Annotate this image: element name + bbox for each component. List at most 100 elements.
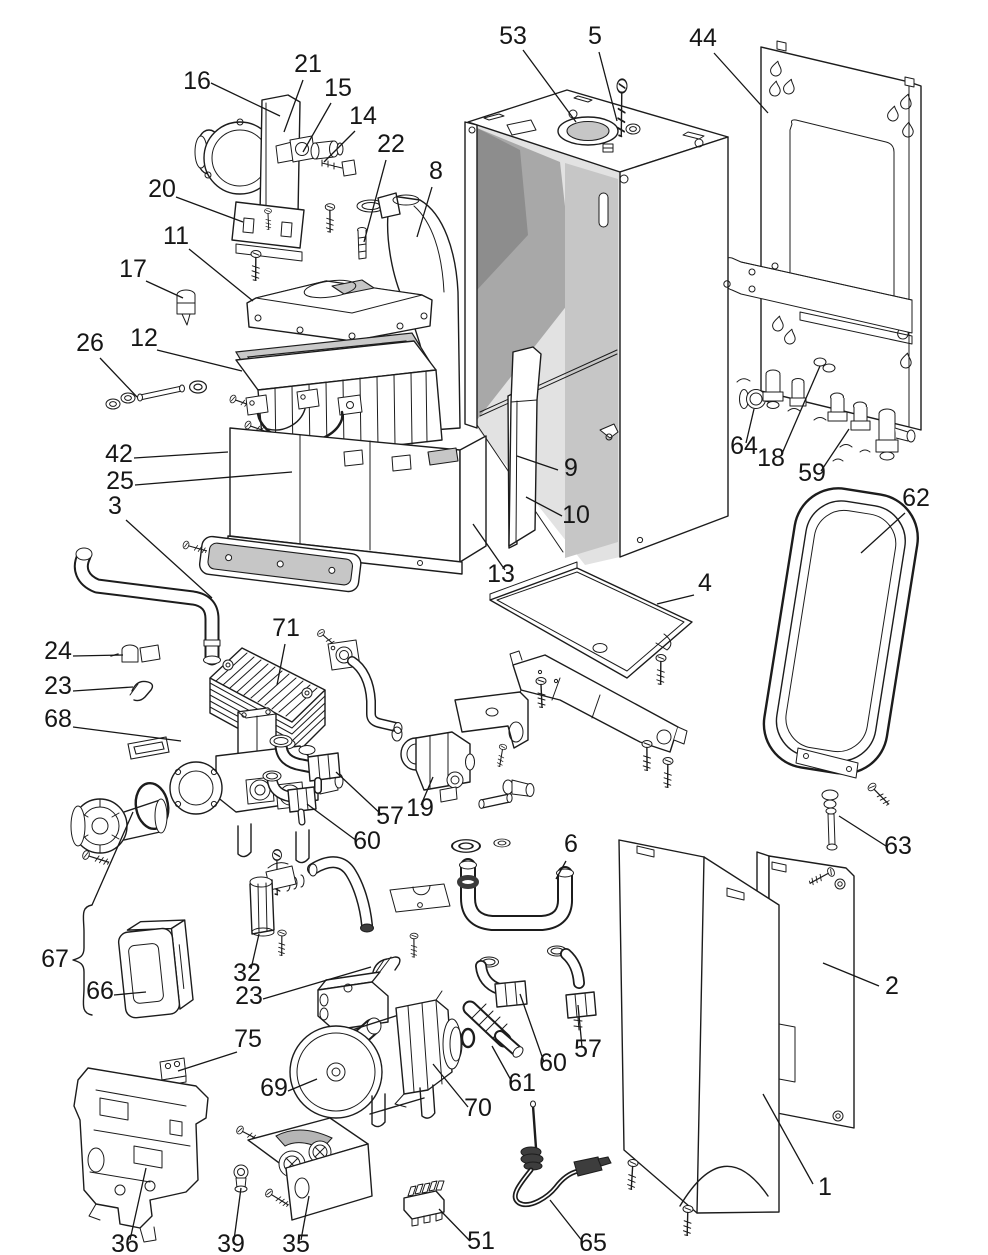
drip-marks xyxy=(736,378,871,462)
valve-b xyxy=(789,378,807,407)
callout-leader-44 xyxy=(713,52,769,114)
rubber-frame-gasket xyxy=(127,736,170,760)
overheat-sensor xyxy=(176,289,196,326)
callout-8: 8 xyxy=(429,157,443,185)
callout-67: 67 xyxy=(41,945,69,973)
pump-o-ring xyxy=(460,1027,476,1049)
callout-20: 20 xyxy=(148,175,176,203)
callout-leader-69 xyxy=(287,1078,318,1092)
mounting-bracket xyxy=(231,201,305,262)
callout-leader-75 xyxy=(177,1051,238,1072)
callout-9: 9 xyxy=(564,454,578,482)
callout-leader-9 xyxy=(516,455,559,471)
gas-pipe xyxy=(347,656,403,734)
callout-leader-1 xyxy=(762,1093,814,1185)
gas-valve xyxy=(391,691,535,809)
burner-manifold xyxy=(234,1117,373,1221)
collector-hood xyxy=(246,249,433,342)
gasket-retainer-bracket xyxy=(795,747,892,809)
callout-leader-4 xyxy=(656,594,695,605)
callout-leader-63 xyxy=(838,815,887,847)
callout-leader-66 xyxy=(113,991,147,996)
spark-electrode-lead xyxy=(512,1100,612,1207)
callout-19: 19 xyxy=(406,794,434,822)
callout-leader-59 xyxy=(820,428,850,472)
callout-59: 59 xyxy=(798,459,826,487)
callout-leader-39 xyxy=(233,1187,242,1241)
callout-57a: 57 xyxy=(376,802,404,830)
callout-18: 18 xyxy=(757,444,785,472)
boiler-case xyxy=(464,77,731,565)
roll-pin xyxy=(478,793,513,809)
valve-o-ring xyxy=(391,726,403,742)
ribbed-coupler xyxy=(462,1000,524,1058)
callout-60b: 60 xyxy=(539,1049,567,1077)
front-panel xyxy=(618,839,780,1237)
callout-25: 25 xyxy=(106,467,134,495)
callout-leader-35 xyxy=(300,1195,310,1241)
flue-collar xyxy=(557,116,619,146)
callout-17: 17 xyxy=(119,255,147,283)
paper-gasket xyxy=(389,883,451,958)
callout-leader-12 xyxy=(156,349,243,372)
callout-3: 3 xyxy=(108,492,122,520)
wall-mounting-plate xyxy=(724,40,922,431)
valve-a xyxy=(762,369,784,409)
callout-leader-19 xyxy=(420,776,434,806)
callout-leader-15 xyxy=(302,102,332,153)
callout-1: 1 xyxy=(818,1173,832,1201)
callout-14: 14 xyxy=(349,102,377,130)
callout-leader-3 xyxy=(125,519,213,599)
callout-23b: 23 xyxy=(235,982,263,1010)
callout-leader-68 xyxy=(72,726,182,742)
group-brace-67 xyxy=(72,811,134,1016)
callout-leader-70 xyxy=(432,1063,469,1108)
callout-15: 15 xyxy=(324,74,352,102)
callout-leader-25 xyxy=(134,471,293,486)
auto-air-vent xyxy=(821,789,839,851)
callout-51: 51 xyxy=(467,1227,495,1255)
callout-22: 22 xyxy=(377,130,405,158)
callout-leader-18 xyxy=(780,365,821,457)
callout-65: 65 xyxy=(579,1229,607,1255)
callout-13: 13 xyxy=(487,560,515,588)
control-box-chassis xyxy=(73,1067,209,1243)
callout-4: 4 xyxy=(698,569,712,597)
callout-70: 70 xyxy=(464,1094,492,1122)
insulation-panel-side xyxy=(508,346,542,547)
inlet-coupler xyxy=(502,779,535,797)
callout-61: 61 xyxy=(508,1069,536,1097)
venturi xyxy=(310,140,344,160)
electrodes-and-wiring xyxy=(245,388,363,444)
callout-leader-16 xyxy=(210,82,281,117)
callout-leader-61 xyxy=(491,1045,513,1083)
circulation-pump xyxy=(289,971,476,1128)
diverter-actuator-motor xyxy=(70,781,170,869)
condensate-trap xyxy=(451,838,574,931)
flow-pipe xyxy=(73,547,221,666)
sample-pin xyxy=(357,227,367,260)
callout-68: 68 xyxy=(44,705,72,733)
callout-53: 53 xyxy=(499,22,527,50)
callout-leader-22 xyxy=(363,159,387,243)
callout-leader-51 xyxy=(438,1208,471,1242)
callout-leader-36 xyxy=(129,1167,147,1241)
callout-leader-32 xyxy=(250,933,260,970)
callout-leader-20 xyxy=(175,196,244,223)
callout-62: 62 xyxy=(902,484,930,512)
callout-leader-71 xyxy=(276,643,286,686)
callout-60a: 60 xyxy=(353,827,381,855)
callout-leader-53 xyxy=(522,49,577,123)
callout-leader-6 xyxy=(555,860,567,880)
callout-64: 64 xyxy=(730,432,758,460)
callout-leader-14 xyxy=(323,130,356,163)
callout-leader-60a xyxy=(306,803,358,842)
pressure-switch xyxy=(110,644,161,663)
callout-57b: 57 xyxy=(574,1035,602,1063)
base-panel xyxy=(489,561,693,679)
callout-10: 10 xyxy=(562,501,590,529)
display-cover xyxy=(117,919,194,1019)
elbow-pipe-upper xyxy=(269,734,341,794)
